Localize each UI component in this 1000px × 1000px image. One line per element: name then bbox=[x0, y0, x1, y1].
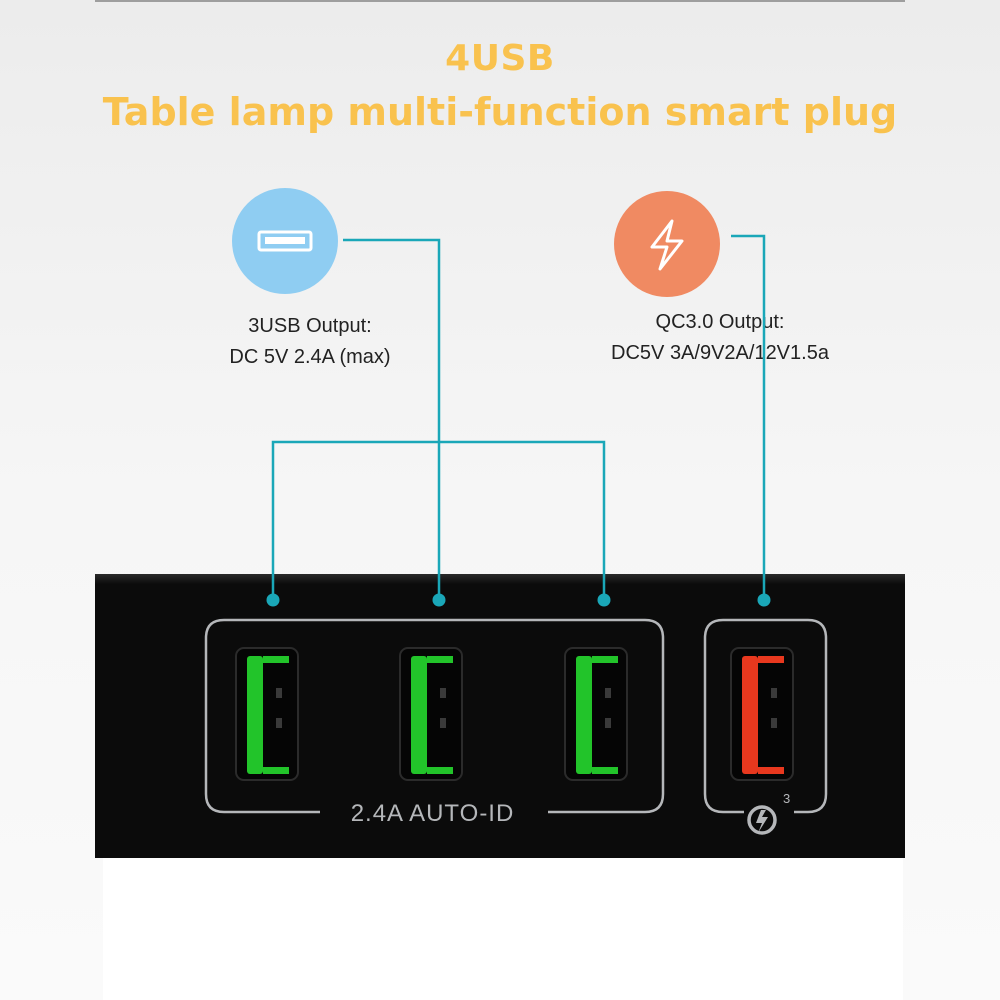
qc-port bbox=[730, 647, 794, 781]
power-strip-underside bbox=[103, 858, 903, 1000]
quick-charge-logo-icon: 3 bbox=[747, 791, 790, 835]
connector-lines bbox=[271, 234, 766, 598]
qc-badge-version: 3 bbox=[783, 791, 790, 806]
usb-port-2 bbox=[399, 647, 463, 781]
usb-port-1-dot bbox=[266, 593, 280, 607]
usb-output-title: 3USB Output: bbox=[248, 315, 372, 337]
usb-port-2-dot bbox=[432, 593, 446, 607]
qc-output-spec: QC3.0 Output: DC5V 3A/9V2A/12V1.5a bbox=[560, 307, 880, 369]
usb-feature-badge bbox=[232, 188, 338, 294]
top-divider bbox=[95, 0, 905, 2]
qc-output-value: DC5V 3A/9V2A/12V1.5a bbox=[611, 342, 829, 364]
lightning-icon bbox=[650, 219, 684, 271]
usb-branch-line bbox=[271, 440, 606, 598]
headline-subtitle: Table lamp multi-function smart plug bbox=[102, 90, 898, 134]
usb-port-3 bbox=[564, 647, 628, 781]
headline-title: 4USB bbox=[445, 38, 555, 79]
connector-dots bbox=[266, 593, 771, 607]
usb-port-icon bbox=[257, 230, 313, 252]
usb-output-spec: 3USB Output: DC 5V 2.4A (max) bbox=[130, 311, 490, 373]
qc-connector-line bbox=[731, 234, 766, 598]
qc-port-dot bbox=[757, 593, 771, 607]
qc-output-title: QC3.0 Output: bbox=[655, 311, 785, 333]
usb-port-1 bbox=[235, 647, 299, 781]
usb-port-3-dot bbox=[597, 593, 611, 607]
qc-feature-badge bbox=[614, 191, 720, 297]
usb-output-value: DC 5V 2.4A (max) bbox=[229, 346, 391, 368]
ports-label: 2.4A AUTO-ID bbox=[320, 800, 545, 828]
usb-connector-line bbox=[343, 238, 441, 598]
qc-port-outline bbox=[703, 618, 828, 814]
power-strip-top-edge bbox=[95, 574, 905, 584]
usb-ports-outline bbox=[204, 618, 665, 814]
